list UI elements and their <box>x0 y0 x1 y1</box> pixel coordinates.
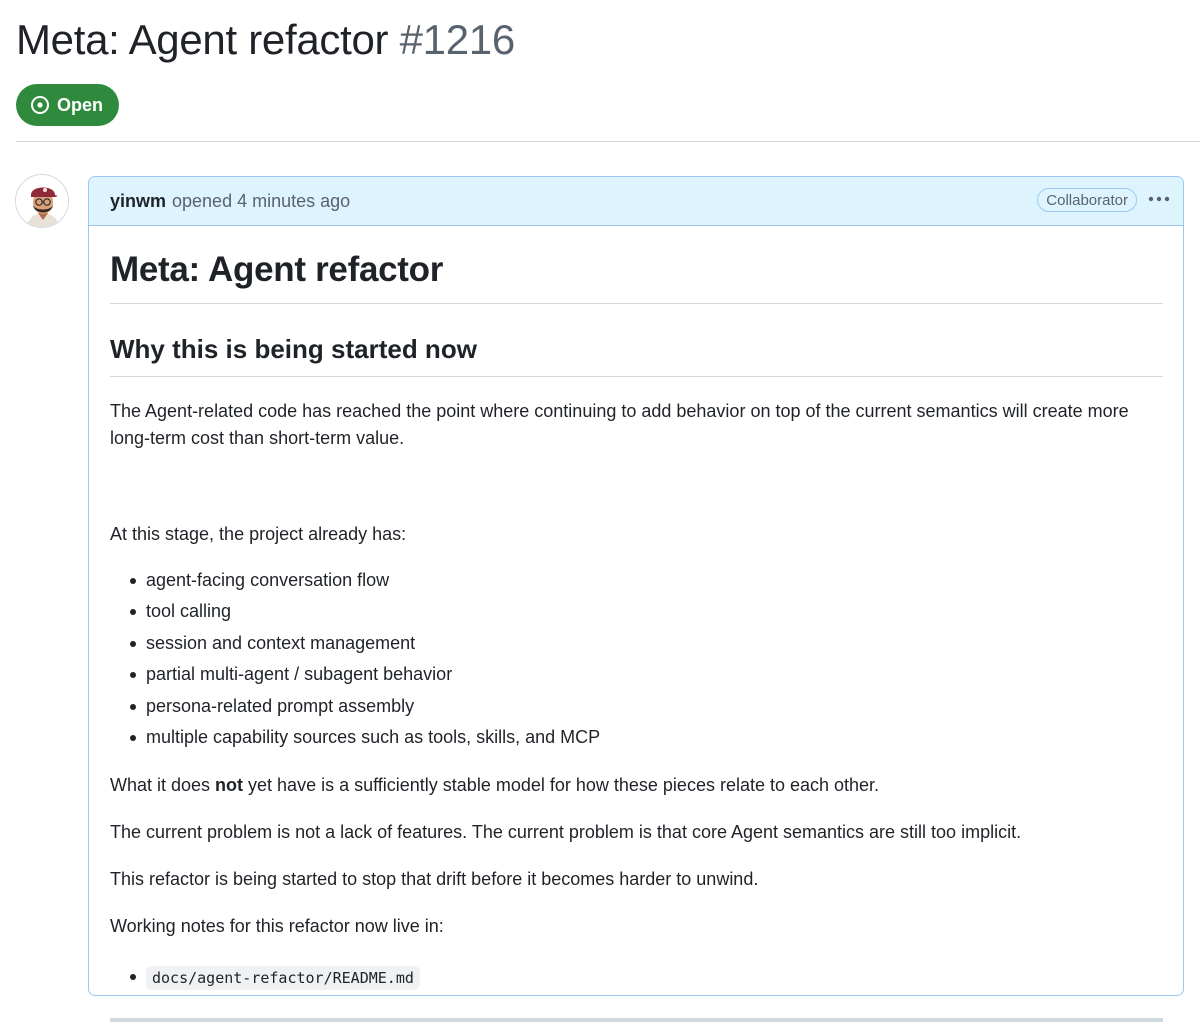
list-item: agent-facing conversation flow <box>110 565 1150 596</box>
kebab-horizontal-icon[interactable] <box>1147 187 1171 211</box>
refactor-paragraph: This refactor is being started to stop t… <box>110 869 759 889</box>
author-avatar[interactable] <box>15 174 69 228</box>
docs-list: docs/agent-refactor/README.md <box>110 960 1150 994</box>
issue-title: Meta: Agent refactor #1216 <box>16 14 515 66</box>
not-paragraph: What it does not yet have is a sufficien… <box>110 772 1155 799</box>
not-paragraph-start: What it does <box>110 775 216 795</box>
body-heading-2: Why this is being started now <box>110 334 477 364</box>
heading-divider <box>110 303 1163 304</box>
list-item: docs/agent-refactor/README.md <box>110 960 1150 994</box>
comment-timestamp[interactable]: opened 4 minutes ago <box>172 190 351 211</box>
list-item: persona-related prompt assembly <box>110 691 1150 722</box>
issue-number: #1216 <box>399 16 516 63</box>
comment-header: yinwm opened 4 minutes ago Collaborator <box>89 177 1183 226</box>
list-item: multiple capability sources such as tool… <box>110 722 1150 753</box>
list-item: tool calling <box>110 596 1150 627</box>
comment-author[interactable]: yinwm <box>110 190 167 211</box>
issue-opened-icon <box>30 95 50 115</box>
issue-title-text: Meta: Agent refactor <box>16 16 389 63</box>
header-divider <box>16 141 1200 142</box>
list-item: partial multi-agent / subagent behavior <box>110 659 1150 690</box>
docs-path-code: docs/agent-refactor/README.md <box>146 966 420 990</box>
not-paragraph-end: yet have is a sufficiently stable model … <box>243 775 880 795</box>
issue-state-label: Open <box>57 94 104 115</box>
heading-divider <box>110 376 1163 377</box>
emphasis-not: not <box>215 775 244 795</box>
issue-state-badge: Open <box>16 84 120 126</box>
issue-body-comment: yinwm opened 4 minutes ago Collaborator … <box>88 176 1184 1022</box>
capabilities-list: agent-facing conversation flow tool call… <box>110 565 1150 753</box>
body-heading-1: Meta: Agent refactor <box>110 250 444 289</box>
problem-paragraph: The current problem is not a lack of fea… <box>110 822 1022 842</box>
notes-paragraph: Working notes for this refactor now live… <box>110 916 444 936</box>
section-divider <box>110 1018 1163 1022</box>
stage-paragraph: At this stage, the project already has: <box>110 524 407 544</box>
list-item: session and context management <box>110 628 1150 659</box>
intro-paragraph: The Agent-related code has reached the p… <box>110 401 1129 448</box>
collaborator-badge: Collaborator <box>1037 188 1137 212</box>
